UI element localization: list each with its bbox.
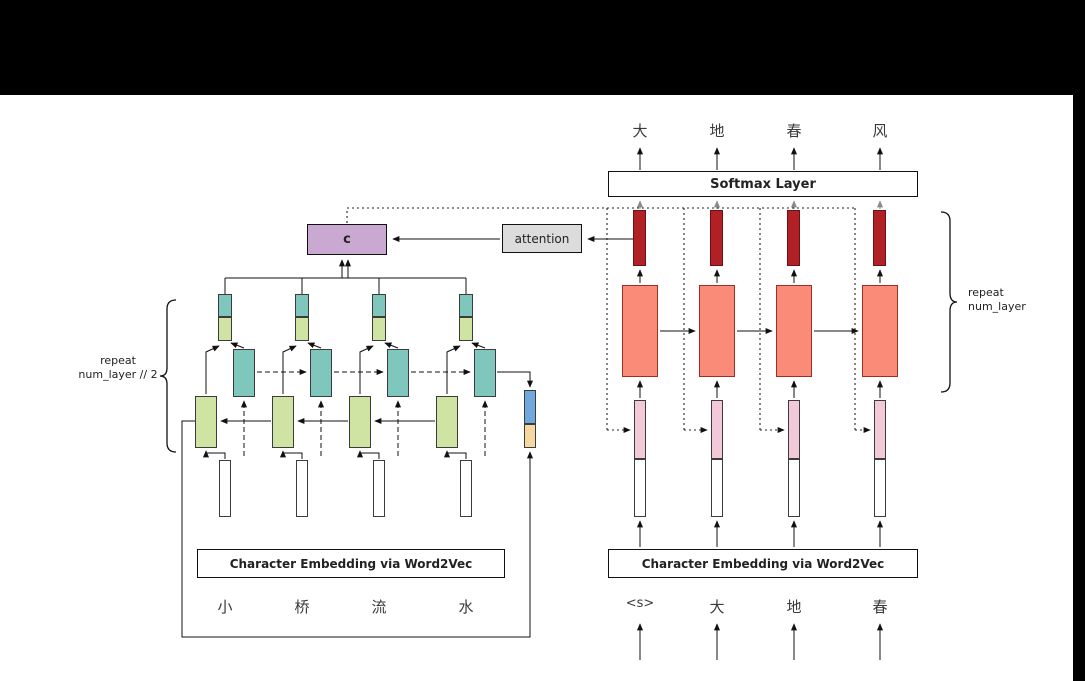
decoder-embedding-bar <box>711 459 723 517</box>
encoder-embedding-bar <box>373 460 385 517</box>
encoder-concat-state-bottom <box>295 317 309 341</box>
decoder-output-char: 地 <box>709 122 725 140</box>
encoder-concat-state-bottom <box>218 317 232 341</box>
attention-label: attention <box>514 231 570 246</box>
encoder-input-char: 流 <box>371 598 387 616</box>
final-state-bar-yellow <box>524 424 536 448</box>
decoder-embedding-bar <box>634 459 646 517</box>
decoder-rnn-cell <box>776 285 812 377</box>
decoder-output-char: 风 <box>872 122 888 140</box>
encoder-rnn-cell-green <box>436 396 458 448</box>
encoder-embedding-label: Character Embedding via Word2Vec <box>229 556 473 571</box>
decoder-input-char: 大 <box>709 598 725 616</box>
encoder-rnn-cell-teal <box>474 349 496 397</box>
decoder-rnn-cell <box>862 285 898 377</box>
decoder-output-state-bar <box>787 210 800 266</box>
decoder-repeat-label: repeat num_layer <box>968 286 1026 314</box>
encoder-input-char: 小 <box>217 598 233 616</box>
encoder-connectors <box>181 259 534 638</box>
decoder-rnn-cell <box>622 285 658 377</box>
letterbox-right <box>1073 0 1085 681</box>
left-brace <box>159 299 177 453</box>
softmax-layer-box: Softmax Layer <box>608 171 918 197</box>
encoder-repeat-line1: repeat <box>100 354 136 367</box>
encoder-concat-state-bottom <box>372 317 386 341</box>
decoder-input-char: <s> <box>625 596 655 611</box>
decoder-repeat-line1: repeat <box>968 286 1004 299</box>
encoder-rnn-cell-green <box>195 396 217 448</box>
encoder-concat-state-bottom <box>459 317 473 341</box>
decoder-output-state-bar <box>710 210 723 266</box>
decoder-input-state-bar <box>874 400 886 459</box>
encoder-rnn-cell-teal <box>387 349 409 397</box>
decoder-repeat-line2: num_layer <box>968 300 1026 313</box>
context-feed-dotted <box>346 207 871 434</box>
decoder-input-state-bar <box>788 400 800 459</box>
decoder-embedding-box: Character Embedding via Word2Vec <box>608 549 918 578</box>
final-state-bar-blue <box>524 390 536 424</box>
decoder-output-state-bar <box>873 210 886 266</box>
decoder-embedding-label: Character Embedding via Word2Vec <box>641 556 885 571</box>
encoder-concat-state-top <box>218 294 232 317</box>
encoder-concat-state-top <box>295 294 309 317</box>
encoder-rnn-cell-green <box>349 396 371 448</box>
letterbox-top <box>0 0 1085 95</box>
encoder-rnn-cell-teal <box>233 349 255 397</box>
encoder-embedding-bar <box>219 460 231 517</box>
encoder-dashed-connectors <box>240 368 489 456</box>
encoder-input-char: 桥 <box>294 598 310 616</box>
encoder-rnn-cell-teal <box>310 349 332 397</box>
context-vector-box: c <box>307 224 387 255</box>
attention-box: attention <box>502 224 582 253</box>
decoder-embedding-bar <box>874 459 886 517</box>
encoder-input-char: 水 <box>458 598 474 616</box>
encoder-rnn-cell-green <box>272 396 294 448</box>
decoder-output-char: 大 <box>632 122 648 140</box>
decoder-rnn-cell <box>699 285 735 377</box>
encoder-repeat-line2: num_layer // 2 <box>78 368 158 381</box>
context-vector-label: c <box>343 232 351 247</box>
decoder-connectors <box>392 147 884 660</box>
right-brace <box>940 211 958 393</box>
encoder-repeat-label: repeat num_layer // 2 <box>76 354 160 382</box>
encoder-embedding-bar <box>460 460 472 517</box>
decoder-input-char: 地 <box>786 598 802 616</box>
encoder-concat-state-top <box>459 294 473 317</box>
encoder-concat-state-top <box>372 294 386 317</box>
encoder-embedding-bar <box>296 460 308 517</box>
softmax-layer-label: Softmax Layer <box>710 176 816 192</box>
decoder-input-state-bar <box>634 400 646 459</box>
braces <box>159 211 958 453</box>
decoder-embedding-bar <box>788 459 800 517</box>
encoder-embedding-box: Character Embedding via Word2Vec <box>197 549 505 578</box>
decoder-input-state-bar <box>711 400 723 459</box>
decoder-input-char: 春 <box>872 598 888 616</box>
decoder-output-char: 春 <box>786 122 802 140</box>
decoder-output-state-bar <box>633 210 646 266</box>
